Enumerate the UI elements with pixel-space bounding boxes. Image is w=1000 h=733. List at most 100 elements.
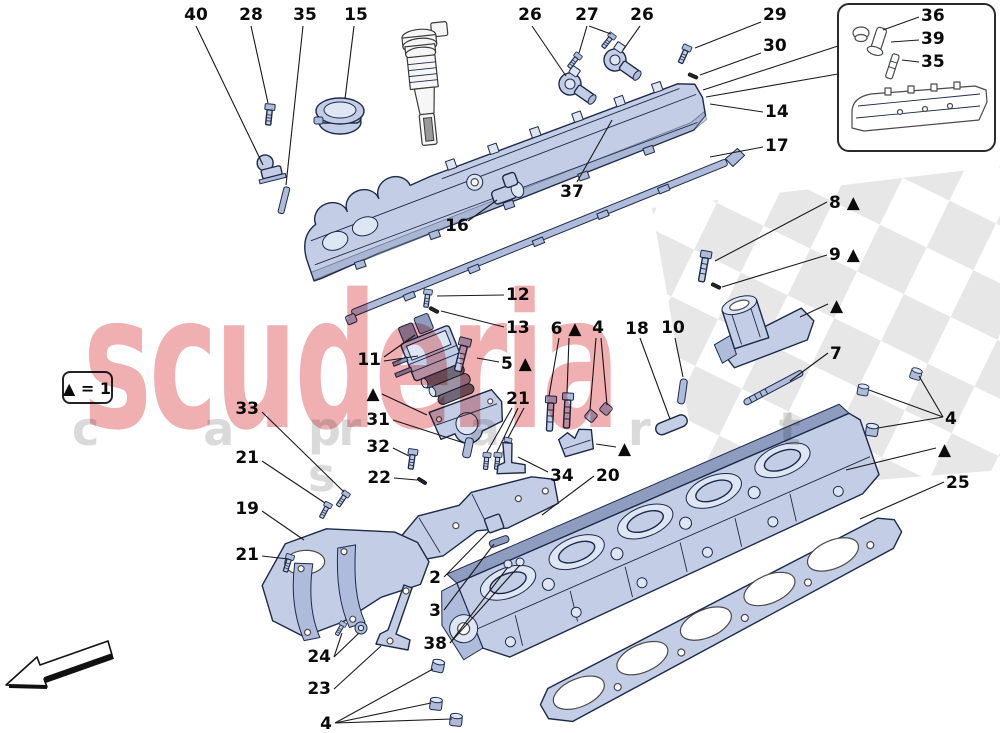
solenoid-11: [392, 313, 475, 405]
callout-14-12[interactable]: 14: [765, 102, 789, 122]
leader-line: [589, 337, 597, 411]
cap-4-r3: [864, 422, 880, 438]
leader-line: [486, 407, 513, 453]
stud-10: [677, 378, 688, 405]
leader-line: [595, 443, 617, 448]
callout-25-48[interactable]: 25: [946, 473, 970, 493]
leader-line: [440, 310, 505, 328]
leader-line: [261, 460, 326, 504]
thermostat-housing: [713, 295, 815, 369]
callout-21-28[interactable]: 21: [506, 389, 530, 409]
cylinder-head: [441, 403, 880, 661]
callout-▲-47[interactable]: ▲: [938, 440, 952, 460]
bolt-8: [697, 249, 713, 283]
callout-28-1[interactable]: 28: [239, 5, 263, 25]
callout-7-19[interactable]: 7: [830, 344, 842, 364]
callout-10-27[interactable]: 10: [661, 318, 685, 338]
callout-35-2[interactable]: 35: [293, 5, 317, 25]
breather-elbow-16: [490, 171, 525, 205]
leader-line: [476, 357, 500, 363]
leader-line: [566, 337, 570, 394]
cap-4-b2: [428, 696, 444, 712]
callout-24-43[interactable]: 24: [307, 647, 331, 667]
bolt-33: [334, 489, 352, 509]
cover-gasket-17: [345, 147, 746, 326]
callout-31-30[interactable]: 31: [366, 410, 390, 430]
bolt-21c: [480, 451, 492, 471]
leader-line: [694, 21, 762, 49]
bolt-38b: [515, 557, 525, 567]
sensor-40: [256, 154, 287, 185]
leader-line: [467, 199, 498, 222]
callout-▲-18[interactable]: ▲: [830, 296, 844, 316]
leader-line: [496, 407, 519, 453]
bolt-32: [405, 447, 419, 471]
callout-12-20[interactable]: 12: [506, 285, 530, 305]
callout-▲-35[interactable]: ▲: [618, 439, 632, 459]
callout-27-5[interactable]: 27: [575, 5, 599, 25]
leader-lines: [195, 16, 945, 724]
legend-text: ▲ = 1: [63, 379, 111, 398]
callout-18-26[interactable]: 18: [625, 319, 649, 339]
callout-5▲-23[interactable]: 5 ▲: [501, 354, 533, 374]
nut-4b: [599, 402, 613, 416]
callout-20-34[interactable]: 20: [596, 466, 620, 486]
pin-22: [416, 476, 428, 486]
callout-9▲-17[interactable]: 9 ▲: [829, 245, 861, 265]
stud-35: [277, 186, 291, 215]
cam-sensor-26b: [603, 41, 642, 81]
leader-line: [709, 146, 764, 158]
callout-40-0[interactable]: 40: [184, 5, 208, 25]
bolt-6a: [544, 395, 558, 432]
callout-39-10[interactable]: 39: [921, 29, 945, 49]
leader-line: [333, 632, 343, 658]
callout-37-14[interactable]: 37: [560, 182, 584, 202]
callout-26-4[interactable]: 26: [518, 5, 542, 25]
callout-16-15[interactable]: 16: [445, 216, 469, 236]
callout-23-44[interactable]: 23: [307, 679, 331, 699]
callout-35-11[interactable]: 35: [921, 52, 945, 72]
leader-line: [443, 530, 490, 578]
callout-13-21[interactable]: 13: [506, 318, 530, 338]
leader-line: [250, 25, 269, 104]
callout-33-36[interactable]: 33: [235, 399, 259, 419]
callout-29-7[interactable]: 29: [763, 5, 787, 25]
bracket-34: [496, 441, 526, 475]
callout-30-8[interactable]: 30: [763, 36, 787, 56]
strut-23: [375, 584, 413, 651]
callout-3-41[interactable]: 3: [429, 601, 441, 621]
leader-line: [588, 25, 612, 35]
callout-▲-29[interactable]: ▲: [366, 384, 380, 404]
callout-21-39[interactable]: 21: [235, 545, 259, 565]
callout-4-46[interactable]: 4: [945, 409, 957, 429]
callout-8▲-16[interactable]: 8 ▲: [829, 193, 861, 213]
callout-34-33[interactable]: 34: [550, 466, 574, 486]
callout-6▲-24[interactable]: 6 ▲: [551, 319, 583, 339]
callout-19-38[interactable]: 19: [235, 499, 259, 519]
callout-15-3[interactable]: 15: [344, 5, 368, 25]
callout-2-40[interactable]: 2: [429, 568, 441, 588]
leader-line: [443, 543, 495, 611]
wedge-18: [655, 414, 688, 436]
cam-bracket: [428, 388, 504, 445]
bolt-12: [421, 288, 434, 309]
callout-22-32[interactable]: 22: [367, 468, 391, 488]
callout-17-13[interactable]: 17: [765, 136, 789, 156]
bolt-38a: [503, 559, 513, 569]
callout-32-31[interactable]: 32: [366, 437, 390, 457]
callout-4-45[interactable]: 4: [320, 714, 332, 733]
callout-36-9[interactable]: 36: [921, 6, 945, 26]
callout-21-37[interactable]: 21: [235, 448, 259, 468]
callout-4-25[interactable]: 4: [592, 318, 604, 338]
leader-line: [918, 375, 944, 418]
leader-line: [548, 337, 560, 397]
callout-11-22[interactable]: 11: [357, 350, 381, 370]
leader-line: [383, 355, 419, 362]
nut-4a: [584, 409, 598, 423]
callout-26-6[interactable]: 26: [630, 5, 654, 25]
callout-38-42[interactable]: 38: [423, 634, 447, 654]
leader-line: [381, 393, 428, 416]
leader-line: [699, 52, 762, 76]
leader-line: [261, 411, 345, 493]
